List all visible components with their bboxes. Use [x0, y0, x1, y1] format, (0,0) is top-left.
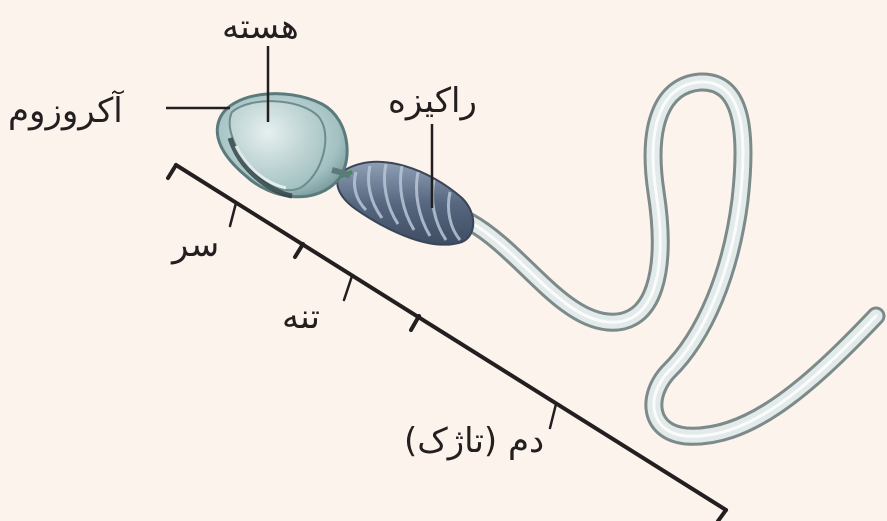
label-nucleus: هسته — [222, 10, 299, 44]
mid-pointer — [344, 276, 352, 300]
midpiece-body — [336, 162, 473, 245]
scale-tick-start — [168, 165, 176, 178]
nucleus-shape — [230, 101, 326, 190]
label-acrosome: آکروزوم — [8, 94, 123, 128]
scale-tick-end — [718, 510, 726, 521]
tail-pointer — [550, 404, 556, 428]
label-tail: دم (تاژک) — [404, 424, 544, 458]
label-mitochondrion: راکیزه — [388, 84, 477, 118]
sperm-head — [217, 94, 350, 197]
scale-tick-mid-end — [411, 316, 419, 330]
label-head: سر — [172, 228, 219, 262]
head-pointer — [230, 203, 236, 226]
label-midpiece: تنه — [282, 300, 320, 334]
tail-flagellum — [470, 82, 876, 436]
scale-tick-head-end — [295, 244, 303, 257]
